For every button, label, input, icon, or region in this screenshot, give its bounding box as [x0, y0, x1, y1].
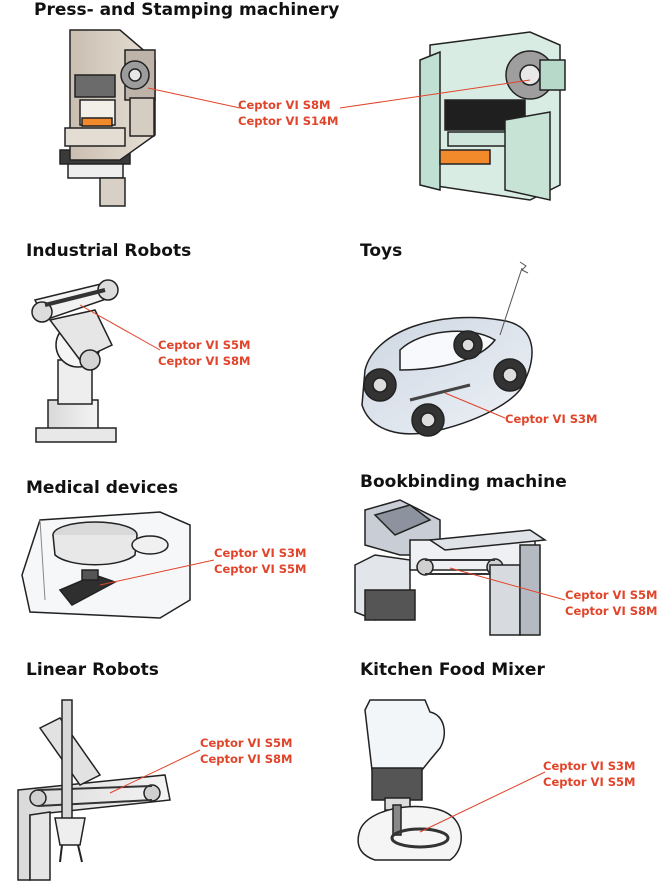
heading-bookbinding-machine: Bookbinding machine [360, 472, 567, 492]
medical-label-1: Ceptor VI S3M [214, 546, 307, 560]
heading-linear-robots: Linear Robots [26, 660, 159, 680]
heading-medical-devices: Medical devices [26, 478, 179, 498]
food-mixer-illustration [357, 699, 462, 861]
medical-device-illustration [21, 511, 191, 619]
linear-label-2: Ceptor VI S8M [200, 752, 293, 766]
toy-car-illustration [361, 261, 533, 437]
bookbinding-machine-illustration [354, 499, 548, 636]
industrial-robot-illustration [31, 279, 119, 443]
linear-belt-labels: Ceptor VI S5M Ceptor VI S8M [200, 735, 292, 767]
connector-lines [79, 79, 566, 833]
mixer-label-1: Ceptor VI S3M [543, 759, 636, 773]
bookbinding-label-1: Ceptor VI S5M [565, 588, 658, 602]
robot-label-1: Ceptor VI S5M [158, 338, 251, 352]
medical-label-2: Ceptor VI S5M [214, 562, 307, 576]
bookbinding-label-2: Ceptor VI S8M [565, 604, 658, 618]
toys-label-1: Ceptor VI S3M [505, 412, 598, 426]
heading-press-stamping: Press- and Stamping machinery [34, 0, 340, 20]
bookbinding-belt-labels: Ceptor VI S5M Ceptor VI S8M [565, 587, 657, 619]
linear-label-1: Ceptor VI S5M [200, 736, 293, 750]
press-machine-right-illustration [419, 31, 566, 201]
press-label-2: Ceptor VI S14M [238, 114, 339, 128]
heading-industrial-robots: Industrial Robots [26, 241, 192, 261]
press-label-1: Ceptor VI S8M [238, 98, 331, 112]
linear-robot-illustration [17, 699, 171, 881]
robot-label-2: Ceptor VI S8M [158, 354, 251, 368]
press-machine-left-illustration [59, 29, 156, 207]
robot-belt-labels: Ceptor VI S5M Ceptor VI S8M [158, 337, 250, 369]
heading-toys: Toys [360, 241, 403, 261]
press-belt-labels: Ceptor VI S8M Ceptor VI S14M [238, 97, 338, 129]
medical-belt-labels: Ceptor VI S3M Ceptor VI S5M [214, 545, 306, 577]
mixer-label-2: Ceptor VI S5M [543, 775, 636, 789]
toys-belt-labels: Ceptor VI S3M [505, 411, 597, 427]
heading-kitchen-food-mixer: Kitchen Food Mixer [360, 660, 545, 680]
mixer-belt-labels: Ceptor VI S3M Ceptor VI S5M [543, 758, 635, 790]
